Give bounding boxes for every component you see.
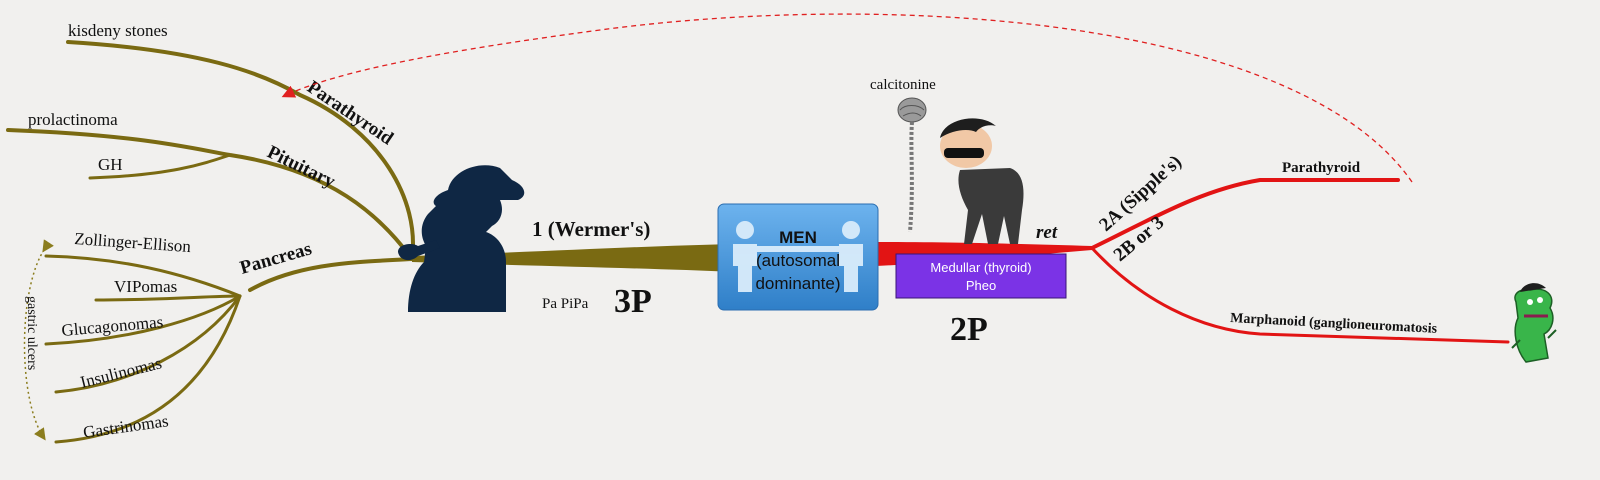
ret-gene-label: ret (1036, 222, 1058, 243)
men1-branches (6, 40, 736, 444)
green-monster-icon (1511, 283, 1557, 363)
men1-mnemonic-big: 3P (614, 283, 652, 320)
pituitary-organ-label: Pituitary (264, 142, 339, 193)
brain-spine-icon (897, 97, 927, 233)
zollinger-ellison-label: Zollinger-Ellison (74, 229, 192, 256)
detective-silhouette-icon (398, 165, 525, 312)
pancreas-organ-label: Pancreas (238, 238, 314, 278)
gastric-ulcers-label: gastric ulcers (24, 296, 39, 370)
men-subtitle-2: dominante) (755, 274, 840, 293)
parathyroid-organ-label: Parathyroid (303, 77, 397, 150)
men-title: MEN (779, 228, 817, 247)
men2-mnemonic-big: 2P (950, 311, 988, 348)
gastrinomas-label: Gastrinomas (82, 411, 170, 442)
men1-branch-label: 1 (Wermer's) (532, 217, 650, 241)
prolactinoma-label: prolactinoma (28, 110, 118, 129)
gastric-ulcers-arrow (23, 239, 54, 441)
thief-character-icon (940, 118, 1024, 244)
kidney-stones-label: kisdeny stones (68, 21, 168, 40)
people-holding-hands-icon (733, 221, 863, 292)
vipomas-label: VIPomas (114, 277, 177, 296)
medullar-label: Medullar (thyroid) (930, 260, 1031, 275)
men2-medullar-box: Medullar (thyroid) Pheo (895, 253, 1067, 299)
men2a-parathyroid-label: Parathyroid (1282, 160, 1361, 176)
parathyroid-link-arrow (281, 13, 1413, 183)
men1-mnemonic-small: Pa PiPa (542, 296, 589, 312)
insulinomas-label: Insulinomas (78, 353, 163, 392)
men-subtitle-1: (autosomal (756, 251, 840, 270)
gh-label: GH (98, 155, 123, 174)
central-men-node[interactable]: MEN (autosomal dominante) (717, 203, 879, 311)
calcitonine-label: calcitonine (870, 77, 936, 93)
pheo-label: Pheo (966, 278, 996, 293)
